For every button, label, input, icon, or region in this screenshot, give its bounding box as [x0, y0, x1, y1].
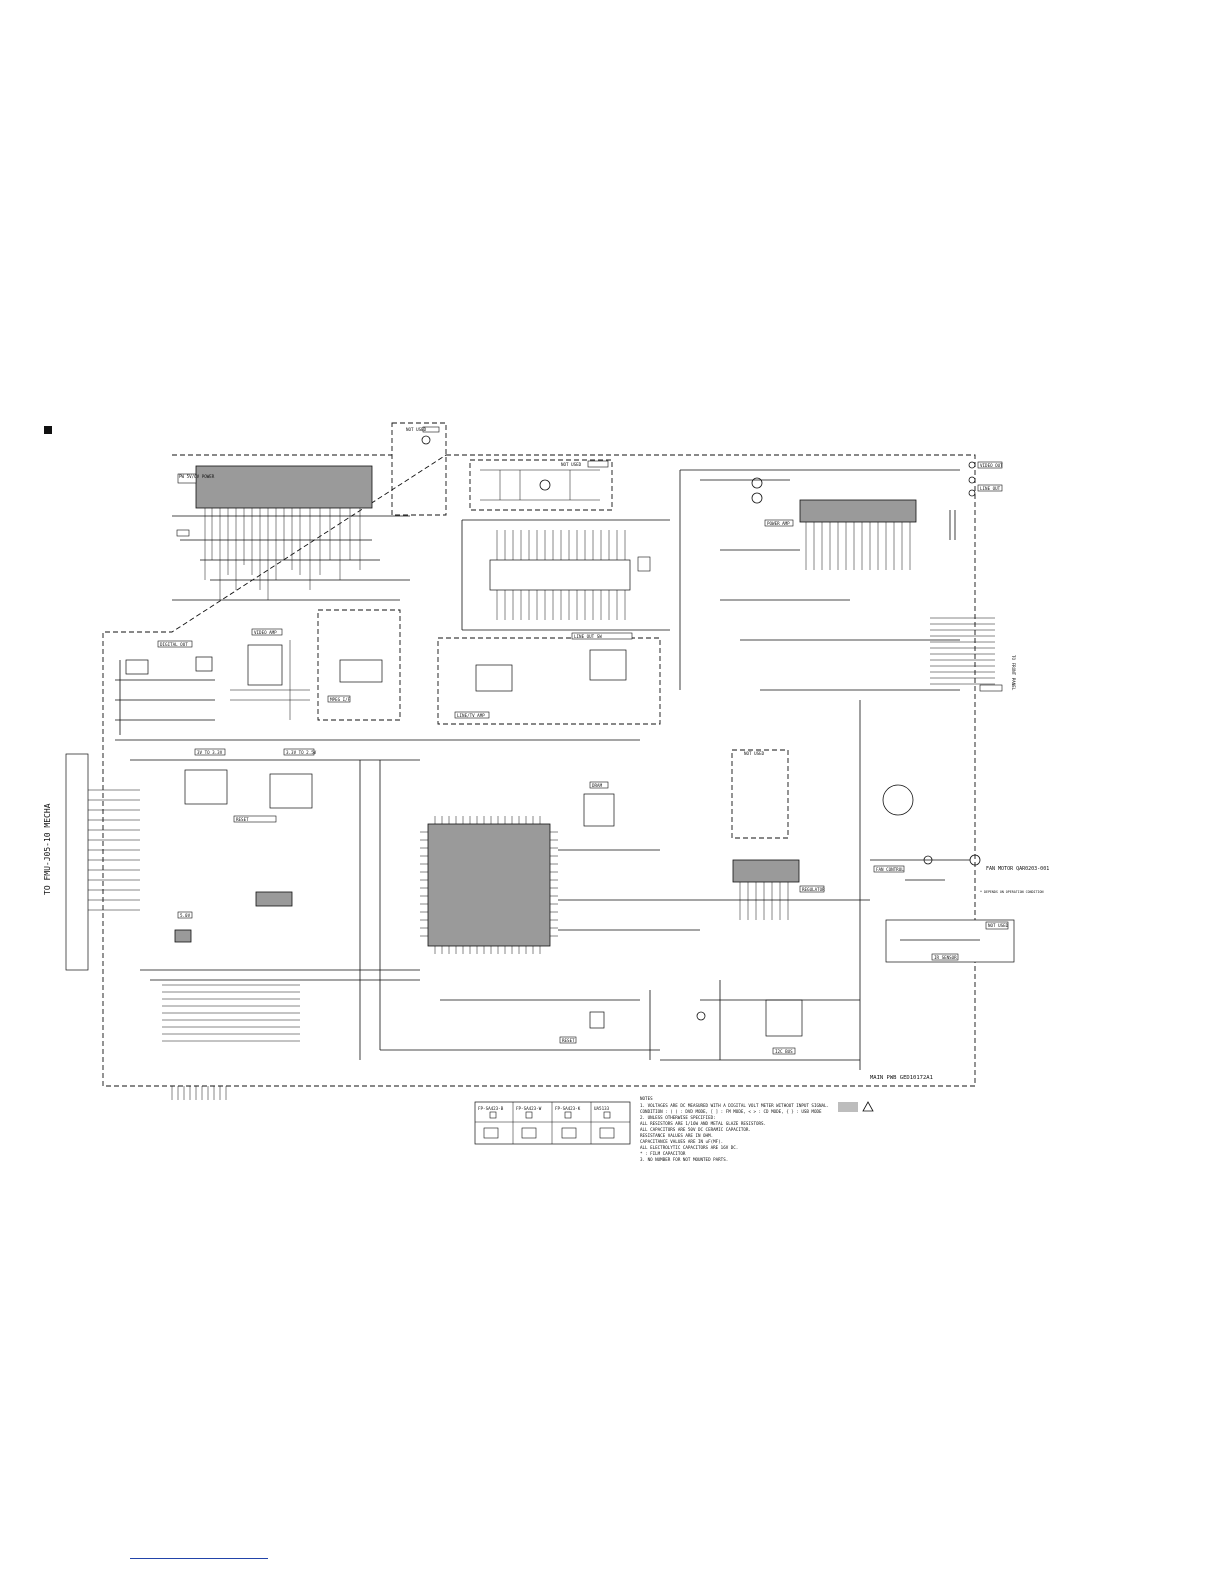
power-bus-wires: [172, 515, 410, 601]
dram-label: DRAM: [592, 783, 603, 788]
digital-out-label: DIGITAL OUT: [160, 642, 188, 647]
mecha-label: TO FMU-J05-10 MECHA: [43, 803, 52, 895]
footer-underline: [130, 1558, 268, 1559]
line-amp-label: LINE/TV AMP: [457, 713, 485, 718]
front-panel-connector: [930, 617, 995, 685]
reg25-label: 3.3V TO 2.5V: [286, 750, 317, 755]
fan-control-label: FAN CONTROL: [876, 867, 904, 872]
note-line-7: CAPACITANCE VALUES ARE IN uF(MF).: [640, 1139, 723, 1144]
note-line-4: ALL RESISTORS ARE 1/16W AND METAL GLAZE …: [640, 1121, 766, 1126]
mecha-connector: [65, 753, 89, 971]
front-panel-label: TO FRONT PANEL: [1011, 655, 1016, 691]
line-out-label: LINE OUT: [980, 486, 1001, 491]
note-line-3: 2. UNLESS OTHERWISE SPECIFIED:: [640, 1115, 716, 1120]
mpeg-frame: [317, 609, 401, 721]
power-supply-label: PW 5V/6V POWER: [179, 474, 215, 479]
table-header-3: FP-SA423-K: [555, 1106, 581, 1111]
note-line-10: 3. NO NUMBER FOR NOT MOUNTED PARTS.: [640, 1157, 728, 1162]
right-amp-wires: [679, 469, 960, 691]
i2c-ic: [765, 999, 803, 1037]
bottom-left-connector: [162, 984, 300, 1100]
note-line-9: * : FILM CAPACITOR: [640, 1151, 686, 1156]
mpeg-ic: [339, 659, 383, 683]
power-chip: [195, 465, 373, 509]
note-line-6: RESISTANCE VALUES ARE IN OHM.: [640, 1133, 713, 1138]
center-ic: [489, 559, 631, 591]
fan-motor-label: FAN MOTOR QAR0203-001: [986, 866, 1049, 872]
line-out-sw-label: LINE OUT SW: [574, 634, 602, 639]
reset-label: RESET: [562, 1038, 575, 1043]
note-line-1: 1. VOLTAGES ARE DC MEASURED WITH A DIGIT…: [640, 1103, 829, 1108]
table-header-1: FP-SA423-B: [478, 1106, 504, 1111]
board-label: MAIN PWB GED10172A1: [870, 1075, 933, 1081]
notes-block: NOTES 1. VOLTAGES ARE DC MEASURED WITH A…: [640, 1096, 829, 1162]
reg33-ic: [184, 769, 228, 805]
center-not-used-frame: [469, 459, 613, 511]
line-amp-frame: [437, 637, 661, 725]
jack-icon: [421, 435, 431, 445]
reset-left-label: RESET: [236, 817, 249, 822]
mpeg-label: MPEG I/F: [330, 697, 351, 702]
main-cpu: [427, 823, 551, 947]
video-amp-label: VIDEO AMP: [254, 630, 277, 635]
note-line-8: ALL ELECTROLYTIC CAPACITORS ARE 16V DC.: [640, 1145, 738, 1150]
board-variant-table: FP-SA423-B FP-SA423-W FP-SA423-K UA5133: [474, 1101, 631, 1145]
not-used-center-label: NOT USED: [744, 751, 765, 756]
top-not-used-frame: [391, 422, 447, 516]
regulator-label: REGULATOR: [802, 887, 825, 892]
not-used-top-label: NOT USED: [406, 427, 427, 432]
reg5-label: 5.0V: [180, 913, 191, 918]
top-block-label-box: [422, 426, 440, 433]
din-jack-icon: [882, 784, 914, 816]
not-used-right-label: NOT USED: [988, 923, 1009, 928]
power-amp-label: POWER AMP: [767, 521, 790, 526]
power-label-box: [177, 473, 197, 484]
mode-switch-label: NOT USED: [561, 462, 582, 467]
notes-title: NOTES: [640, 1096, 653, 1101]
reg25-ic: [269, 773, 313, 809]
regulator-ic: [732, 859, 800, 883]
right-not-used-frame: [731, 749, 789, 839]
i2c-bus-label: I2C BUS: [775, 1049, 793, 1054]
section-bullet: [44, 426, 52, 434]
reg33-label: 3V TO 3.3V: [197, 750, 223, 755]
fan-note: * DEPENDS ON OPERATION CONDITION: [980, 890, 1044, 894]
power-amp-chip: [799, 499, 917, 523]
safety-swatch: [838, 1102, 858, 1112]
note-line-2: CONDITION : ( ) : DVD MODE, [ ] : FM MOD…: [640, 1109, 822, 1114]
cpu-bus-wires: [115, 739, 870, 1060]
board-outline: [102, 454, 976, 1087]
table-header-2: FP-SA423-W: [516, 1106, 542, 1111]
power-pins: [204, 508, 361, 600]
ir-sensor-label: IR SENSOR: [934, 955, 957, 960]
warning-icon: [862, 1101, 874, 1112]
center-frame-wires: [461, 519, 670, 631]
table-header-4: UA5133: [594, 1106, 610, 1111]
note-line-5: ALL CAPACITORS ARE 50V DC CERAMIC CAPACI…: [640, 1127, 751, 1132]
video-amp-ic: [247, 644, 283, 686]
digital-out-ic: [125, 659, 149, 675]
video-out-label: VIDEO OUT: [980, 463, 1003, 468]
